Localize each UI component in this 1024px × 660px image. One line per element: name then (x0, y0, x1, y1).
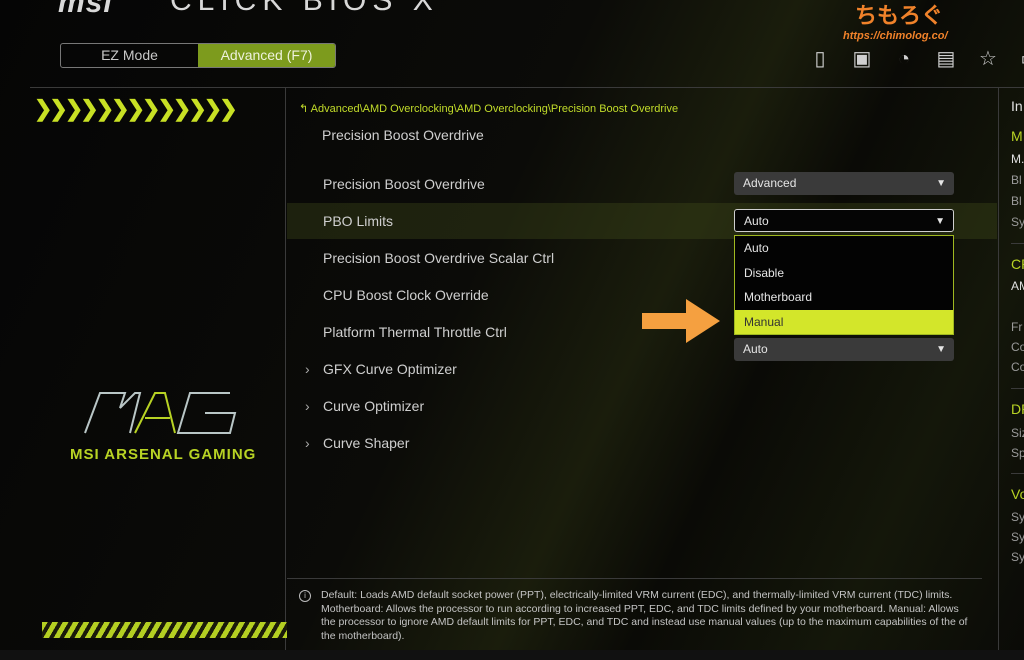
product-title: CLICK BIOS X (170, 0, 439, 17)
bottom-bar (0, 650, 1024, 660)
top-bar: msi CLICK BIOS X EZ Mode Advanced (F7) ち… (0, 0, 1024, 90)
info-item: Bl (1011, 173, 1022, 187)
search-icon[interactable]: ▭ (1018, 47, 1024, 71)
info-item: AM (1011, 279, 1024, 293)
back-icon[interactable]: ↰ (299, 103, 311, 115)
select-value: Auto (743, 342, 768, 356)
submenu-curve-shaper[interactable]: › Curve Shaper (287, 425, 997, 461)
info-title: In (1011, 98, 1023, 114)
thermal-throttle-select[interactable]: Auto ▼ (734, 338, 954, 361)
help-text-panel: i Default: Loads AMD default socket powe… (287, 578, 982, 643)
select-value: Advanced (743, 176, 797, 190)
chevron-right-icon: › (305, 398, 310, 414)
mode-toggle: EZ Mode Advanced (F7) (60, 43, 336, 68)
info-item: Co (1011, 360, 1024, 374)
info-item: Bl (1011, 194, 1022, 208)
dropdown-arrow-icon: ▼ (936, 178, 946, 189)
msi-logo: msi (58, 0, 113, 19)
chevron-right-icon: › (305, 361, 310, 377)
submenu-gfx-curve-optimizer[interactable]: › GFX Curve Optimizer (287, 351, 997, 387)
pbo-select[interactable]: Advanced ▼ (734, 172, 954, 195)
stripe-decoration (42, 622, 287, 638)
usb-flash-icon[interactable]: ▯ (814, 48, 826, 70)
setting-label: Platform Thermal Throttle Ctrl (323, 324, 507, 340)
setting-platform-thermal-throttle[interactable]: Platform Thermal Throttle Ctrl (287, 314, 997, 350)
submenu-curve-optimizer[interactable]: › Curve Optimizer (287, 388, 997, 424)
info-heading: CP (1011, 256, 1024, 272)
breadcrumb-text: Advanced\AMD Overclocking\AMD Overclocki… (310, 103, 679, 115)
info-heading: Vo (1011, 486, 1024, 502)
info-item: Siz (1011, 426, 1024, 440)
info-panel: In M M. Bl Bl Sy CP AM Fr Co Co DR Siz S… (998, 88, 1024, 660)
select-value: Auto (744, 214, 769, 228)
dropdown-arrow-icon: ▼ (936, 344, 946, 355)
tagline: MSI ARSENAL GAMING (70, 446, 257, 463)
gauge-icon[interactable]: ◔ (897, 48, 911, 70)
settings-panel: ↰ Advanced\AMD Overclocking\AMD Overcloc… (287, 88, 997, 660)
info-icon: i (299, 590, 311, 602)
board-explorer-icon[interactable]: ▤ (936, 48, 956, 70)
dropdown-arrow-icon: ▼ (935, 216, 945, 227)
pbo-limits-select[interactable]: Auto ▼ (734, 209, 954, 232)
setting-label: Curve Optimizer (323, 398, 425, 414)
cpu-icon[interactable]: ▣ (852, 48, 872, 70)
divider (30, 87, 1024, 88)
setting-label: Precision Boost Overdrive (323, 176, 485, 192)
breadcrumb[interactable]: ↰ Advanced\AMD Overclocking\AMD Overcloc… (299, 102, 678, 115)
info-item: Co (1011, 340, 1024, 354)
annotation-arrow-icon (642, 299, 720, 343)
setting-cpu-boost-clock-override[interactable]: CPU Boost Clock Override (287, 277, 997, 313)
option-disable[interactable]: Disable (744, 265, 785, 280)
pbo-limits-dropdown: Auto Disable Motherboard Manual (734, 235, 954, 335)
option-manual[interactable]: Manual (735, 309, 953, 334)
advanced-mode-button[interactable]: Advanced (F7) (198, 44, 335, 67)
left-panel: ❯❯❯❯❯❯❯❯❯❯❯❯❯ MSI ARSENAL GAMING (0, 88, 287, 660)
info-heading: DR (1011, 401, 1024, 417)
info-item: Fr (1011, 320, 1023, 334)
watermark-url: https://chimolog.co/ (843, 30, 948, 42)
setting-label: Precision Boost Overdrive Scalar Ctrl (323, 250, 555, 266)
chevron-right-icon: › (305, 435, 310, 451)
chevron-decoration-icon: ❯❯❯❯❯❯❯❯❯❯❯❯❯ (34, 96, 238, 121)
mag-logo (84, 392, 237, 434)
info-item: Sy (1011, 530, 1024, 544)
setting-label: Curve Shaper (323, 435, 410, 451)
option-auto[interactable]: Auto (744, 241, 769, 255)
setting-label: GFX Curve Optimizer (323, 361, 457, 377)
info-item: Sy (1011, 215, 1024, 229)
setting-label: CPU Boost Clock Override (323, 287, 489, 303)
page-title: Precision Boost Overdrive (322, 127, 484, 143)
help-text: Default: Loads AMD default socket power … (321, 589, 968, 642)
setting-label: PBO Limits (323, 213, 394, 229)
info-item: Sp (1011, 446, 1024, 460)
info-heading: M (1011, 128, 1023, 144)
info-item: Sy (1011, 550, 1024, 564)
favorite-star-icon[interactable]: ☆ (979, 48, 997, 70)
ez-mode-button[interactable]: EZ Mode (101, 47, 158, 63)
info-item: M. (1011, 152, 1024, 166)
watermark-text: ちもろぐ (855, 3, 944, 28)
setting-precision-boost-overdrive[interactable]: Precision Boost Overdrive (287, 166, 997, 202)
info-item: Sy (1011, 510, 1024, 524)
option-motherboard[interactable]: Motherboard (744, 290, 813, 304)
setting-pbo-scalar-ctrl[interactable]: Precision Boost Overdrive Scalar Ctrl (287, 240, 997, 276)
